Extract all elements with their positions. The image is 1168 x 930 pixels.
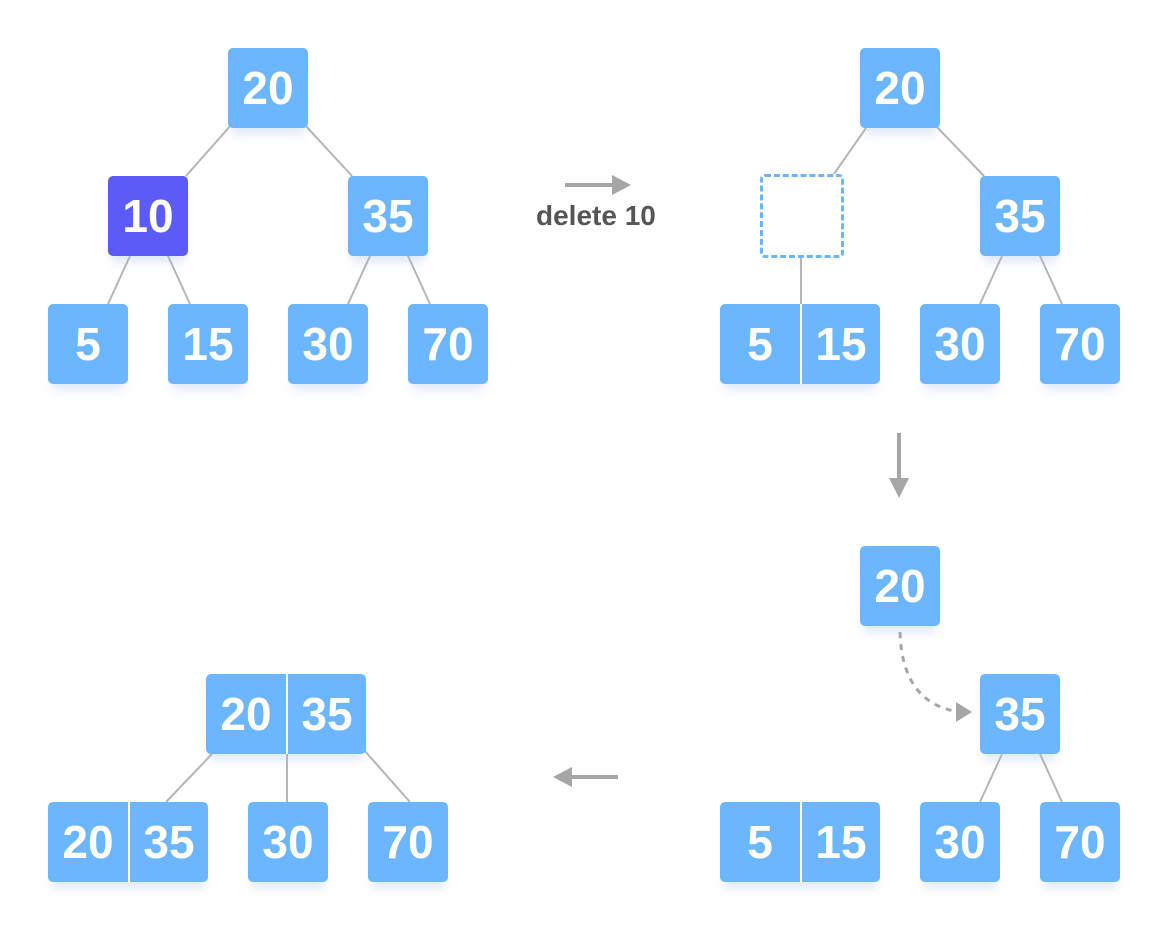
- edge: [363, 749, 411, 803]
- leaf-node: 30: [288, 304, 368, 384]
- edge: [1039, 255, 1063, 305]
- key-cell: 20: [48, 802, 128, 882]
- edge: [165, 753, 213, 803]
- edge: [979, 753, 1003, 803]
- root-node: 20 35: [206, 674, 366, 754]
- leaf-node: 30: [920, 304, 1000, 384]
- key-cell: 35: [980, 176, 1060, 256]
- edge: [979, 255, 1003, 305]
- leaf-node: 30: [920, 802, 1000, 882]
- internal-node: 35: [980, 674, 1060, 754]
- root-node: 20: [860, 546, 940, 626]
- edge: [833, 127, 867, 175]
- key-cell: 30: [920, 802, 1000, 882]
- leaf-node: 20 35: [48, 802, 208, 882]
- key-cell: 15: [800, 304, 880, 384]
- right-arrow-icon: [565, 175, 631, 195]
- key-cell: 70: [408, 304, 488, 384]
- key-cell: 5: [720, 304, 800, 384]
- leaf-node: 70: [1040, 304, 1120, 384]
- leaf-node: 70: [368, 802, 448, 882]
- merged-leaf-node: 5 15: [720, 802, 880, 882]
- key-cell: 35: [128, 802, 208, 882]
- key-cell: 20: [228, 48, 308, 128]
- edge: [167, 255, 191, 305]
- key-cell: 35: [286, 674, 366, 754]
- leaf-node: 70: [1040, 802, 1120, 882]
- key-cell: 30: [288, 304, 368, 384]
- key-cell: 35: [348, 176, 428, 256]
- edge: [1039, 753, 1063, 803]
- key-cell: 30: [248, 802, 328, 882]
- left-arrow-icon: [553, 767, 618, 787]
- internal-node: 35: [980, 176, 1060, 256]
- edge: [935, 125, 985, 177]
- key-cell: 20: [860, 546, 940, 626]
- key-cell: 30: [920, 304, 1000, 384]
- leaf-node: 70: [408, 304, 488, 384]
- key-cell: 70: [368, 802, 448, 882]
- edge: [303, 123, 353, 177]
- key-cell: 35: [980, 674, 1060, 754]
- borrow-arrowhead: [956, 702, 972, 722]
- leaf-node: 5: [48, 304, 128, 384]
- edge: [107, 255, 131, 305]
- down-arrow-icon: [889, 433, 909, 498]
- edge: [185, 123, 233, 177]
- key-cell: 20: [860, 48, 940, 128]
- key-cell: 15: [168, 304, 248, 384]
- key-cell: 70: [1040, 802, 1120, 882]
- internal-node: 35: [348, 176, 428, 256]
- edge: [407, 255, 431, 305]
- root-node: 20: [228, 48, 308, 128]
- leaf-node: 15: [168, 304, 248, 384]
- edge: [347, 255, 371, 305]
- highlighted-node: 10: [108, 176, 188, 256]
- key-cell: 5: [720, 802, 800, 882]
- key-cell: 20: [206, 674, 286, 754]
- key-cell: 15: [800, 802, 880, 882]
- key-cell: 5: [48, 304, 128, 384]
- key-cell: 70: [1040, 304, 1120, 384]
- merged-leaf-node: 5 15: [720, 304, 880, 384]
- leaf-node: 30: [248, 802, 328, 882]
- key-cell: 10: [108, 176, 188, 256]
- empty-node-placeholder: [760, 174, 844, 258]
- operation-label: delete 10: [536, 200, 656, 231]
- root-node: 20: [860, 48, 940, 128]
- borrow-dashed-arrow: [898, 631, 961, 714]
